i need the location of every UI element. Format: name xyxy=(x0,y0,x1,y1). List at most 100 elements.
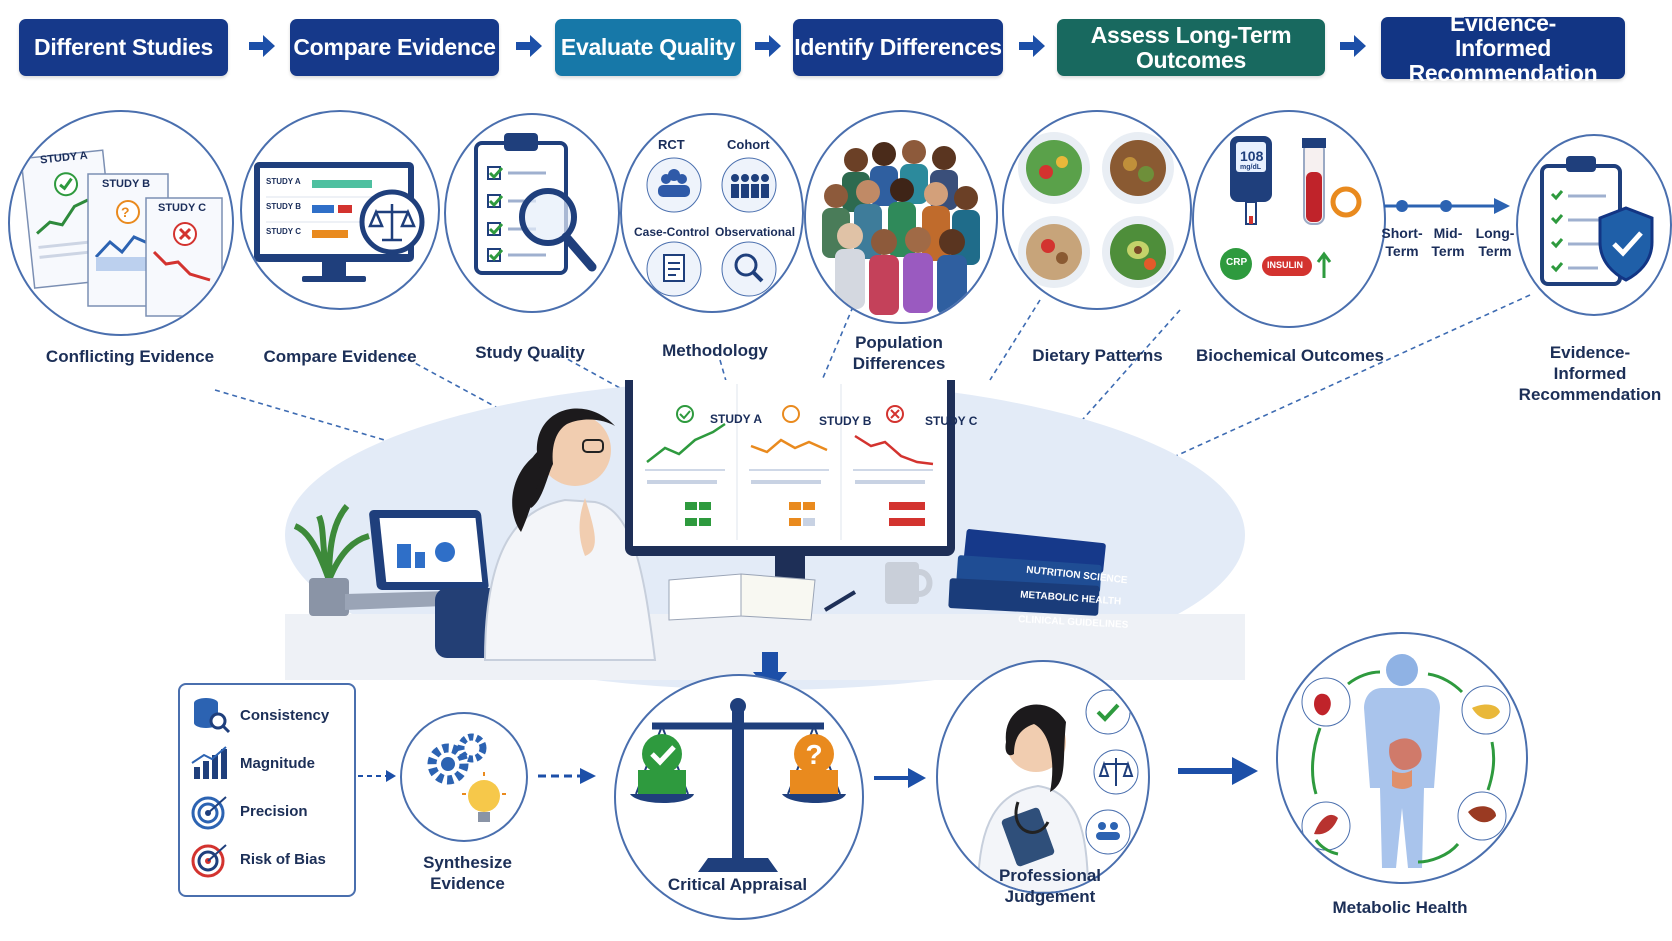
step-label: Identify Differences xyxy=(794,34,1002,60)
synthesize-label: Synthesize Evidence xyxy=(423,853,512,893)
step-label: Different Studies xyxy=(34,34,213,60)
long-term-label: Long-Term xyxy=(1475,225,1515,259)
dashed-arrow-icon xyxy=(538,768,596,784)
step-label: Evidence-Informed Recommendation xyxy=(1408,9,1598,86)
compare-evidence-label: Compare Evidence xyxy=(263,347,417,366)
target-icon xyxy=(191,796,227,830)
dietary-patterns-label: Dietary Patterns xyxy=(1032,346,1163,365)
conflicting-evidence-circle: STUDY A STUDY B STUDY C ? xyxy=(8,110,234,336)
insulin-badge: INSULIN xyxy=(1267,260,1303,270)
criterion-label: Risk of Bias xyxy=(240,850,326,868)
criterion-magnitude: Magnitude xyxy=(188,743,348,783)
desk-scene-illustration xyxy=(285,380,1245,680)
question-icon: ? xyxy=(121,204,130,220)
row-label: STUDY C xyxy=(266,227,301,236)
step-compare-evidence: Compare Evidence xyxy=(290,19,499,76)
monitor-study-a-label: STUDY A xyxy=(710,412,763,426)
clipboard-shield-illustration xyxy=(1540,156,1654,286)
case-control-label: Case-Control xyxy=(634,225,710,239)
metabolic-health-circle xyxy=(1276,632,1528,884)
arrow-right-icon xyxy=(874,768,926,788)
criterion-label: Precision xyxy=(240,802,308,820)
criterion-consistency: Consistency xyxy=(188,695,348,735)
step-evidence-informed-recommendation: Evidence-Informed Recommendation xyxy=(1381,10,1625,85)
open-book-icon xyxy=(668,573,857,621)
conflicting-evidence-label: Conflicting Evidence xyxy=(45,347,215,366)
study-quality-label: Study Quality xyxy=(475,343,585,362)
step-label: Assess Long-Term Outcomes xyxy=(1090,21,1292,73)
bullseye-icon xyxy=(191,844,227,878)
synthesize-circle xyxy=(400,712,528,842)
recommendation-circle xyxy=(1516,134,1672,316)
methodology-label: Methodology xyxy=(662,341,768,360)
criteria-box: Consistency Magnitude Precision Risk of … xyxy=(178,683,356,897)
human-body-organs-illustration xyxy=(1301,654,1511,868)
dashed-arrow-icon xyxy=(358,770,396,782)
monitor-chart-study-a xyxy=(645,405,726,471)
criterion-precision: Precision xyxy=(188,791,348,831)
study-documents-illustration xyxy=(20,149,223,317)
monitor-chart-study-c xyxy=(853,405,934,471)
study-c-label: STUDY C xyxy=(158,202,207,214)
row-label: STUDY B xyxy=(266,202,301,211)
glucose-value: 108 xyxy=(1240,148,1264,164)
population-differences-label: Population Differences xyxy=(852,333,946,373)
metabolic-health-label: Metabolic Health xyxy=(1332,898,1468,917)
observational-label: Observational xyxy=(715,225,796,239)
balance-scale-illustration: ? xyxy=(630,698,846,872)
criterion-risk-of-bias: Risk of Bias xyxy=(188,839,348,879)
coffee-mug-icon xyxy=(885,562,933,604)
arrow-right-icon xyxy=(249,35,275,57)
cohort-label: Cohort xyxy=(727,137,770,152)
row-label: STUDY A xyxy=(266,177,301,186)
plant-icon xyxy=(293,504,370,616)
critical-appraisal-label: Critical Appraisal xyxy=(667,875,808,894)
biochemical-outcomes-circle: 108 mg/dL CRP INSULIN xyxy=(1192,110,1386,328)
study-b-label: STUDY B xyxy=(102,178,151,190)
monitor-compare-illustration xyxy=(254,162,425,282)
criterion-label: Magnitude xyxy=(240,754,315,772)
step-identify-differences: Identify Differences xyxy=(793,19,1003,76)
step-assess-long-term-outcomes: Assess Long-Term Outcomes xyxy=(1057,19,1325,76)
clipboard-magnifier-illustration xyxy=(474,133,597,275)
monitor-chart-study-b xyxy=(749,405,829,471)
rct-label: RCT xyxy=(658,137,685,152)
recommendation-label: Evidence-Informed Recommendation xyxy=(1518,343,1662,404)
diverse-people-illustration xyxy=(822,140,980,315)
criterion-label: Consistency xyxy=(240,706,330,724)
monitor-study-b-label: STUDY B xyxy=(819,414,872,428)
arrow-right-icon xyxy=(516,35,542,57)
step-label: Compare Evidence xyxy=(293,34,496,60)
critical-appraisal-circle: ? xyxy=(614,674,864,920)
dietary-patterns-circle xyxy=(1002,110,1192,310)
database-search-icon xyxy=(194,698,231,734)
timeline-arrow xyxy=(1384,198,1510,214)
food-plates-illustration xyxy=(1018,132,1174,288)
mid-term-label: Mid-Term xyxy=(1431,225,1465,259)
step-label: Evaluate Quality xyxy=(560,34,736,60)
step-different-studies: Different Studies xyxy=(19,19,228,76)
biomarker-illustration xyxy=(1220,136,1362,280)
bar-chart-icon xyxy=(191,746,227,779)
population-circle xyxy=(804,110,998,324)
biochemical-outcomes-label: Biochemical Outcomes xyxy=(1195,346,1384,365)
compare-evidence-circle: STUDY A STUDY B STUDY C xyxy=(240,110,440,310)
arrow-right-icon xyxy=(1178,757,1258,785)
arrow-right-icon xyxy=(1019,35,1045,57)
arrow-right-icon xyxy=(755,35,781,57)
study-quality-circle xyxy=(444,113,620,313)
methodology-icons xyxy=(646,157,777,297)
step-evaluate-quality: Evaluate Quality xyxy=(555,19,741,76)
glucose-unit: mg/dL xyxy=(1240,164,1261,171)
clinician-illustration xyxy=(976,689,1139,892)
balance-scale-icon xyxy=(368,204,416,242)
monitor-study-c-label: STUDY C xyxy=(925,414,978,428)
short-term-label: Short-Term xyxy=(1381,225,1423,259)
svg-text:?: ? xyxy=(805,739,822,770)
crp-badge: CRP xyxy=(1226,257,1248,268)
gears-lightbulb-icon xyxy=(427,733,506,822)
arrow-right-icon xyxy=(1340,35,1366,57)
methodology-circle: RCT Cohort Case-Control Observational xyxy=(620,113,804,313)
judgement-circle xyxy=(936,660,1150,894)
book-stack-icon xyxy=(948,529,1106,616)
